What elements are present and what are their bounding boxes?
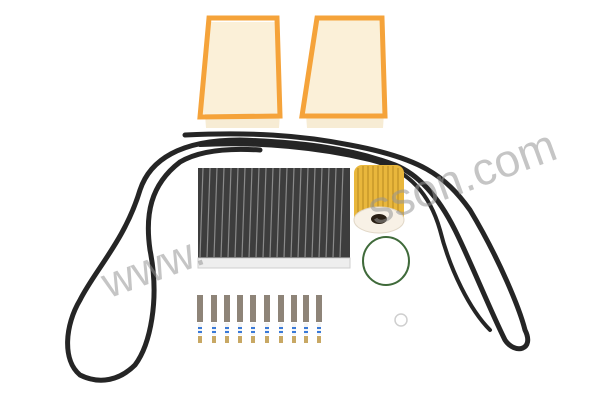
drive-belts [65,131,530,383]
air-filter-right [299,15,388,128]
drain-plug-washer [394,313,408,327]
cabin-filter [197,167,351,269]
oil-filter [353,165,405,234]
spark-plugs [197,295,322,343]
o-ring [362,236,410,286]
air-filter-left [197,15,283,128]
